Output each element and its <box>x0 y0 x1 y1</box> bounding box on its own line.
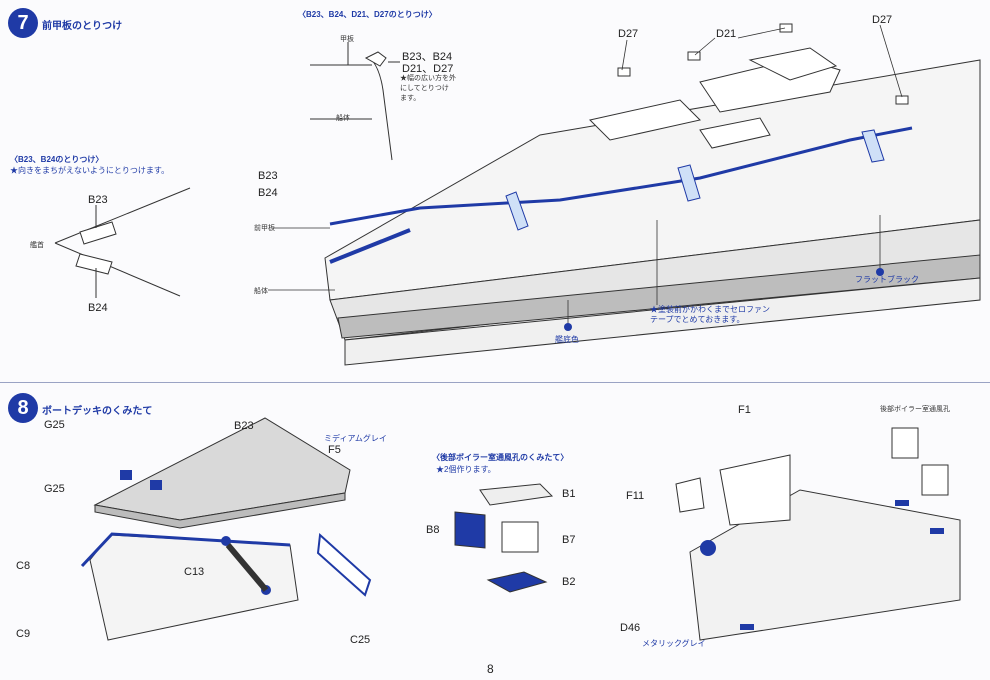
d27-label-right: D27 <box>872 14 893 26</box>
f11-label: F11 <box>626 490 645 502</box>
f5-label: F5 <box>328 444 341 456</box>
boiler-vent-note: ★2個作ります。 <box>436 465 496 474</box>
b1-label: B1 <box>562 488 576 500</box>
b8-label: B8 <box>426 524 440 536</box>
left-b24-label: B24 <box>88 302 108 314</box>
tape-note: ★塗装前がかわくまでセロファン テープでとめておきます。 <box>650 305 770 324</box>
deck-label: 甲板 <box>340 36 354 43</box>
main-b23-label: B23 <box>258 170 278 182</box>
wide-side-note: ★幅の広い方を外 にしてとりつけ ます。 <box>400 75 456 102</box>
step-8-badge: 8 <box>8 393 38 423</box>
d21-label: D21 <box>716 28 737 40</box>
left-inset-note: ★向きをまちがえないようにとりつけます。 <box>10 166 170 175</box>
f1-label: F1 <box>738 404 751 416</box>
g25-label-top: G25 <box>44 419 65 431</box>
c25-label: C25 <box>350 634 371 646</box>
main-hull-label: 船体 <box>254 288 268 295</box>
flat-black-label: フラットブラック <box>855 275 919 284</box>
g25-label-bottom: G25 <box>44 483 65 495</box>
parts-b23-b24-label: B23、B24 <box>402 51 453 63</box>
medium-gray-label: ミディアムグレイ <box>324 434 387 443</box>
ship-bottom-color-label: 艦底色 <box>555 335 579 344</box>
page-number: 8 <box>487 662 494 676</box>
boat-deck-b23-label: B23 <box>234 420 254 432</box>
rear-boiler-vent-label: 後部ボイラー室通風孔 <box>880 406 950 413</box>
d27-label-left: D27 <box>618 28 639 40</box>
left-b23-label: B23 <box>88 194 108 206</box>
step-7-subheader: 〈B23、B24、D21、D27のとりつけ〉 <box>298 10 437 19</box>
left-inset-title: 〈B23、B24のとりつけ〉 <box>10 155 104 164</box>
parts-d21-d27-label: D21、D27 <box>402 63 454 75</box>
c9-label: C9 <box>16 628 31 640</box>
step-8-title: ボートデッキのくみたて <box>42 406 153 417</box>
inset-hull-label: 船体 <box>336 115 350 122</box>
foredeck-label: 前甲板 <box>254 225 275 232</box>
step-7-badge: 7 <box>8 8 38 38</box>
c13-label: C13 <box>184 566 205 578</box>
d46-label: D46 <box>620 622 641 634</box>
metallic-gray-label: メタリックグレイ <box>642 639 706 648</box>
step-7-title: 前甲板のとりつけ <box>42 21 123 32</box>
c8-label: C8 <box>16 560 31 572</box>
bow-label: 艦首 <box>30 242 44 249</box>
section-divider <box>0 382 990 383</box>
boiler-vent-title: 〈後部ボイラー室通風孔のくみたて〉 <box>432 453 569 462</box>
b7-label: B7 <box>562 534 576 546</box>
b2-label: B2 <box>562 576 576 588</box>
main-b24-label: B24 <box>258 187 278 199</box>
